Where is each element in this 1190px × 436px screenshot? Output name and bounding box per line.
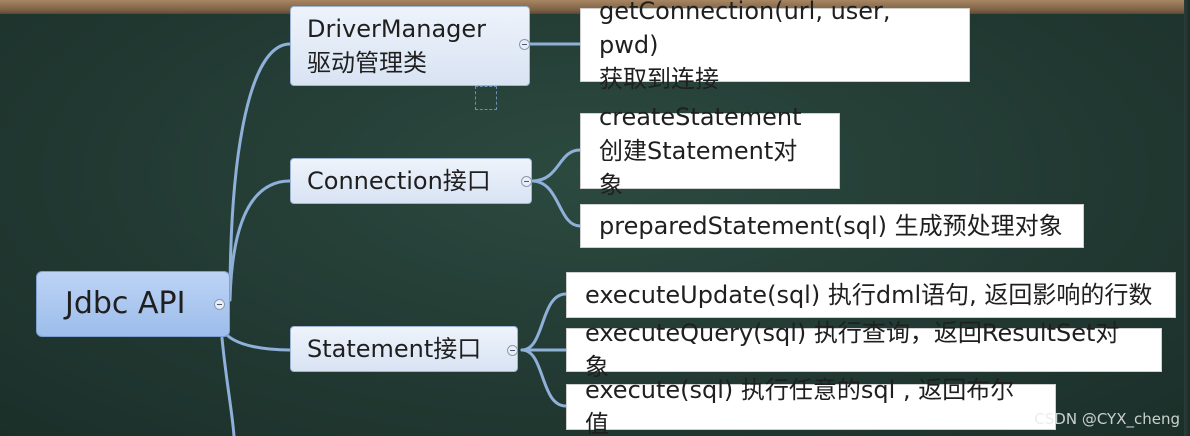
leaf-text-line: 获取到连接 xyxy=(599,65,719,93)
board-frame-right xyxy=(1184,0,1190,436)
leaf-node-preparedstatement[interactable]: preparedStatement(sql) 生成预处理对象 xyxy=(580,204,1084,248)
leaf-text-line: 创建Statement对象 xyxy=(599,137,798,199)
connector-root-statement xyxy=(226,334,292,352)
leaf-node-execute[interactable]: execute(sql) 执行任意的sql , 返回布尔值 xyxy=(566,376,1056,436)
connector-connection-createstatement xyxy=(530,148,582,183)
leaf-text-line: createStatement xyxy=(599,103,802,131)
collapse-toggle-icon[interactable] xyxy=(214,299,225,310)
watermark-text: CSDN @CYX_cheng xyxy=(1034,410,1180,428)
collapse-toggle-icon[interactable] xyxy=(519,39,530,50)
connector-root-connection xyxy=(228,179,292,302)
leaf-text-line: preparedStatement(sql) 生成预处理对象 xyxy=(599,212,1063,240)
connector-root-driver xyxy=(228,42,292,302)
leaf-node-createstatement[interactable]: createStatement 创建Statement对象 xyxy=(580,103,840,199)
leaf-text-line: executeUpdate(sql) 执行dml语句, 返回影响的行数 xyxy=(585,281,1153,309)
branch-node-statement[interactable]: Statement接口 xyxy=(290,326,518,372)
root-label: Jdbc API xyxy=(65,286,186,321)
leaf-text-line: execute(sql) 执行任意的sql , 返回布尔值 xyxy=(585,376,1015,436)
root-node-jdbc-api[interactable]: Jdbc API xyxy=(36,271,230,337)
branch-label-line: Connection接口 xyxy=(307,167,491,195)
leaf-node-getconnection[interactable]: getConnection(url, user, pwd) 获取到连接 xyxy=(580,0,970,93)
collapse-toggle-icon[interactable] xyxy=(521,176,532,187)
collapse-toggle-icon[interactable] xyxy=(507,345,518,356)
branch-label-line: 驱动管理类 xyxy=(307,49,427,77)
leaf-text-line: executeQuery(sql) 执行查询，返回ResultSet对象 xyxy=(585,319,1120,381)
branch-label-line: Statement接口 xyxy=(307,335,482,363)
branch-node-drivermanager[interactable]: DriverManager 驱动管理类 xyxy=(290,6,530,86)
connector-statement-execute xyxy=(520,348,568,408)
connector-connection-preparedstatement xyxy=(530,179,582,228)
connector-root-down xyxy=(220,336,236,436)
drop-placeholder xyxy=(475,86,497,110)
leaf-node-executeupdate[interactable]: executeUpdate(sql) 执行dml语句, 返回影响的行数 xyxy=(566,272,1176,318)
branch-node-connection[interactable]: Connection接口 xyxy=(290,158,532,204)
leaf-node-executequery[interactable]: executeQuery(sql) 执行查询，返回ResultSet对象 xyxy=(566,319,1162,381)
leaf-text-line: getConnection(url, user, pwd) xyxy=(599,0,891,59)
connector-statement-executeupdate xyxy=(520,292,568,352)
branch-label-line: DriverManager xyxy=(307,15,487,43)
